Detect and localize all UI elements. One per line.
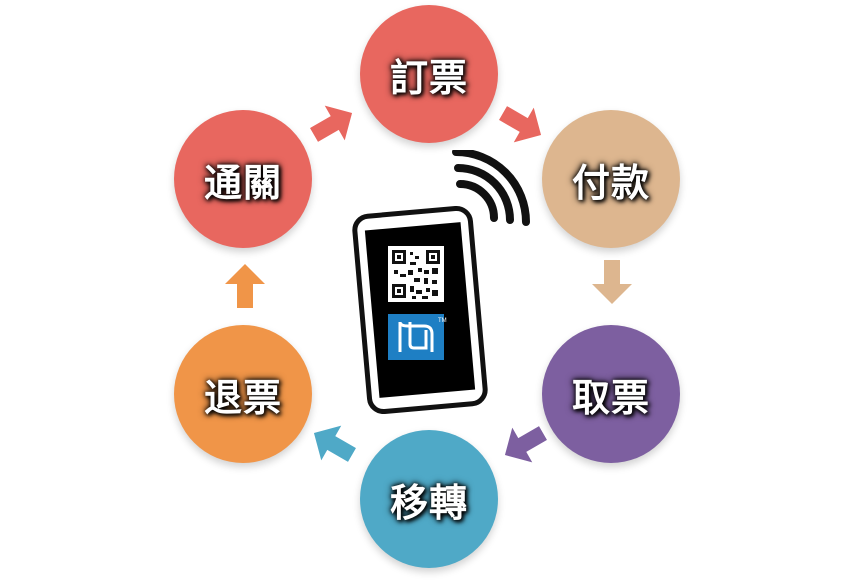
- arrow-refund-to-gate: [225, 264, 265, 308]
- node-gate-pass-label: 通關: [203, 160, 282, 205]
- node-pick-up: 取票: [542, 325, 680, 463]
- node-order: 訂票: [360, 5, 498, 143]
- node-pay-label: 付款: [571, 160, 650, 205]
- arrow-pay-to-pick: [592, 260, 632, 304]
- smartphone-icon: TM: [352, 150, 530, 415]
- arrow-order-to-pay: [498, 106, 542, 143]
- node-gate-pass: 通關: [174, 110, 312, 248]
- arrow-gate-to-order: [309, 105, 353, 142]
- node-order-label: 訂票: [389, 55, 468, 100]
- node-refund: 退票: [174, 325, 312, 463]
- qr-code-icon: [388, 246, 444, 302]
- arrow-pick-to-move: [504, 426, 548, 463]
- node-pay: 付款: [542, 110, 680, 248]
- wireless-signal-icon: [452, 150, 530, 226]
- node-transfer-label: 移轉: [389, 480, 468, 525]
- node-refund-label: 退票: [203, 375, 282, 420]
- nfc-icon: TM: [388, 314, 447, 360]
- arrow-move-to-refund: [313, 425, 357, 462]
- node-transfer: 移轉: [360, 430, 498, 568]
- node-pick-up-label: 取票: [571, 375, 650, 420]
- nfc-trademark: TM: [438, 318, 447, 324]
